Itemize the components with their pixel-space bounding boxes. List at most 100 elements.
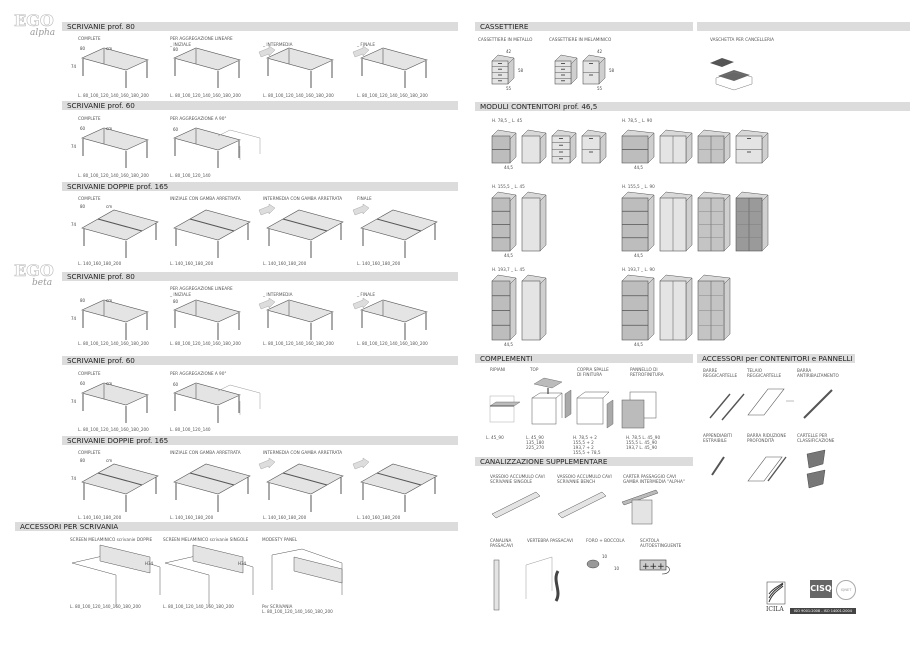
desk-drawing [81, 47, 149, 88]
item-caption: CASSETTIERE IN MELAMINICO [549, 37, 612, 42]
file-bars-drawing [709, 393, 745, 421]
item-dimensions: L. 80_100_120_140_160_180_200 [263, 93, 334, 98]
desk-arrow-drawing [258, 45, 334, 88]
desk-double-drawing [81, 209, 159, 258]
icila-label: ICILA [766, 606, 784, 613]
group-label: H. 78,5 _ L. 90 [622, 118, 653, 123]
section-header-title: SCRIVANIE DOPPIE prof. 165 [67, 182, 169, 191]
item-caption: SCREEN MELAMINICO scrivanie DOPPIE [70, 537, 153, 542]
icila-logo [766, 581, 786, 605]
section-header-moduli: MODULI CONTENITORI prof. 46,5 [475, 102, 910, 111]
dimension-label: 74 [71, 222, 77, 227]
dimension-label: 74 [71, 316, 77, 321]
desk-arrow-drawing [258, 297, 334, 340]
depth-label: 44,5 [504, 165, 513, 170]
item-caption: COMPLETE [78, 36, 101, 41]
item-subcaption: _ INIZIALE [170, 42, 191, 47]
back-panel-drawing [621, 391, 657, 429]
item-dimensions: L. 80_100_120_140 [170, 427, 211, 432]
section-header: SCRIVANIE prof. 80 [62, 22, 458, 31]
cabinet-filing-drawing [735, 129, 769, 164]
desk-drawing [173, 299, 241, 340]
cisq-logo: CISQ [810, 580, 832, 598]
section-header-title: ACCESSORI PER SCRIVANIA [20, 522, 119, 531]
cable-cover-drawing [621, 489, 659, 525]
item-dimensions: L. 80_100_120_140 [170, 173, 211, 178]
item-dimensions: L. 80_100_120_140_160_180_200 [70, 604, 141, 609]
item-caption: VERTEBRA PASSACAVI [527, 538, 574, 543]
power-box-drawing: +++ [639, 559, 670, 575]
item-caption: VASCHETTA PER CANCELLERIA [710, 37, 774, 42]
section-header-title: SCRIVANIE prof. 80 [67, 22, 135, 31]
cable-spine-drawing [525, 556, 560, 602]
item-dimensions: H. 78,5 + 2 155,5 + 2 193,7 + 2 155,5 + … [573, 435, 601, 455]
item-dimensions: L. 140_160_180_200 [78, 515, 122, 520]
item-caption: COPPIA SPALLE DI FINITURA [577, 367, 609, 377]
screen-drawing [71, 544, 161, 607]
cabinet-open-drawing [621, 129, 655, 164]
iqnet-logo: IQNET [836, 580, 856, 600]
dimension-label: 10 [602, 554, 608, 559]
item-dimensions: L. 140_160_180_200 [170, 261, 214, 266]
group-label: H. 155,5 _ L. 90 [622, 184, 655, 189]
item-subcaption: _ INIZIALE [170, 292, 191, 297]
grommet-drawing [586, 559, 600, 569]
section-header-canalizzazione-title: CANALIZZAZIONE SUPPLEMENTARE [480, 457, 608, 466]
section-header-moduli-title: MODULI CONTENITORI prof. 46,5 [480, 102, 598, 111]
depth-label: 44,5 [634, 165, 643, 170]
svg-text:EGO: EGO [14, 11, 54, 30]
cabinet-glass-drawing [697, 191, 731, 252]
item-dimensions: L. 80_100_120_140_160_180_200 [357, 93, 428, 98]
item-dimensions: L. 140_160_180_200 [170, 515, 214, 520]
depth-bar-drawing [747, 456, 787, 482]
cabinet-door-drawing [521, 129, 547, 164]
item-caption: BARRA ANTIRIBALTAMENTO [797, 368, 839, 378]
item-caption: CARTER PASSAGGIO CAVI GAMBA INTERMEDIA "… [623, 474, 685, 484]
item-caption: CARTELLE PER CLASSIFICAZIONE [797, 433, 835, 443]
item-dimensions: Per SCRIVANIA L. 80_100_120_140_160_180_… [262, 604, 333, 614]
dimension-label: 74 [71, 399, 77, 404]
cabinet-glass-drawing [697, 274, 731, 341]
drawer-unit-drawing [491, 54, 515, 85]
desk-arrow-drawing [352, 45, 428, 88]
item-dimensions: L. 140_160_180_200 [263, 515, 307, 520]
cabinet-drawers4-drawing [551, 129, 577, 164]
file-frame-drawing [747, 388, 794, 416]
item-dimensions: L. 80_100_120_140_160_180_200 [78, 93, 149, 98]
depth-label: 44,5 [634, 253, 643, 258]
section-header-complementi-title: COMPLEMENTI [480, 354, 533, 363]
item-caption: COMPLETE [78, 371, 101, 376]
dimension-label: 55 [506, 86, 512, 91]
cable-tray-single-drawing [491, 491, 541, 519]
svg-text:+++: +++ [642, 562, 665, 572]
section-header-title: SCRIVANIE prof. 80 [67, 272, 135, 281]
item-dimensions: L. 140_160_180_200 [357, 515, 401, 520]
item-caption: CANALINA PASSACAVI [490, 538, 513, 548]
item-subcaption: _ INTERMEDIA [263, 42, 293, 47]
drawer-unit-drawing [582, 54, 606, 85]
cabinet-doors-drawing [659, 129, 693, 164]
dimension-label: cm [106, 298, 113, 303]
item-caption: TOP [530, 367, 539, 372]
dimension-label: 80 [80, 46, 86, 51]
iso-certification-badge: ISO 9001:2008 - ISO 14001:2004 [790, 608, 856, 614]
section-header: SCRIVANIE prof. 80 [62, 272, 458, 281]
item-caption: INIZIALE CON GAMBA ARRETRATA [170, 450, 241, 455]
item-caption: VASSOIO ACCUMULO CAVI SCRIVANIE BENCH [557, 474, 612, 484]
dimension-label: 60 [80, 126, 86, 131]
desk-drawing [81, 127, 149, 168]
dimension-label: 80 [173, 47, 179, 52]
item-dimensions: L. 80_100_120_140_160_180_200 [78, 173, 149, 178]
item-dimensions: L. 45_90 135_180 225_270 [526, 435, 545, 450]
item-caption: PER AGGREGAZIONE LINEARE [170, 36, 233, 41]
desk-corner-drawing [173, 127, 261, 168]
cable-tray-bench-drawing [557, 491, 607, 519]
dimension-label: 60 [173, 382, 179, 387]
dimension-label: 80 [80, 204, 86, 209]
dimension-label: 74 [71, 476, 77, 481]
hanging-folders-drawing [806, 449, 826, 489]
section-header: SCRIVANIE DOPPIE prof. 165 [62, 436, 458, 445]
section-header-accessori-contenitori-title: ACCESSORI per CONTENITORI e PANNELLI [702, 354, 853, 363]
item-dimensions: L. 140_160_180_200 [357, 261, 401, 266]
